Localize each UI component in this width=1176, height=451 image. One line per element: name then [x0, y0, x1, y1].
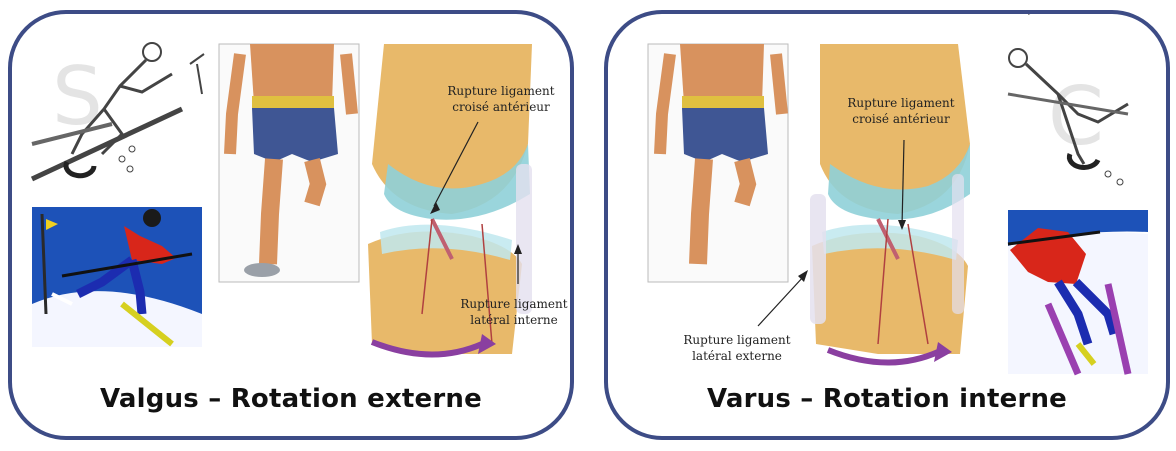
acl-rupture-label: Rupture ligament croisé antérieur	[834, 95, 968, 127]
lcl-rupture-label: Rupture ligament latéral externe	[670, 332, 804, 364]
skier-color-right	[1008, 210, 1148, 374]
acl-rupture-label: Rupture ligament croisé antérieur	[436, 83, 566, 115]
valgus-panel: S	[8, 10, 574, 440]
skier-sketch-left: S	[28, 36, 204, 188]
skier-sketch-right: C	[998, 14, 1148, 196]
mcl-rupture-label: Rupture ligament latéral interne	[452, 296, 574, 328]
varus-illustration: C	[608, 14, 1170, 440]
pointer-line	[758, 276, 804, 326]
label-line: croisé antérieur	[834, 111, 968, 127]
label-line: Rupture ligament	[436, 83, 566, 99]
varus-panel: C Rupture ligament cr	[604, 10, 1170, 440]
label-line: latéral interne	[452, 312, 574, 328]
varus-caption: Varus – Rotation interne	[608, 384, 1166, 414]
label-line: Rupture ligament	[670, 332, 804, 348]
leg-photo-left	[219, 44, 359, 282]
valgus-illustration: S	[12, 14, 574, 440]
leg-photo-right	[648, 44, 788, 282]
label-line: Rupture ligament	[834, 95, 968, 111]
label-line: croisé antérieur	[436, 99, 566, 115]
skier-color-left	[32, 207, 202, 347]
knee-anatomy-right	[810, 44, 970, 363]
valgus-caption: Valgus – Rotation externe	[12, 384, 570, 414]
label-line: latéral externe	[670, 348, 804, 364]
label-line: Rupture ligament	[452, 296, 574, 312]
